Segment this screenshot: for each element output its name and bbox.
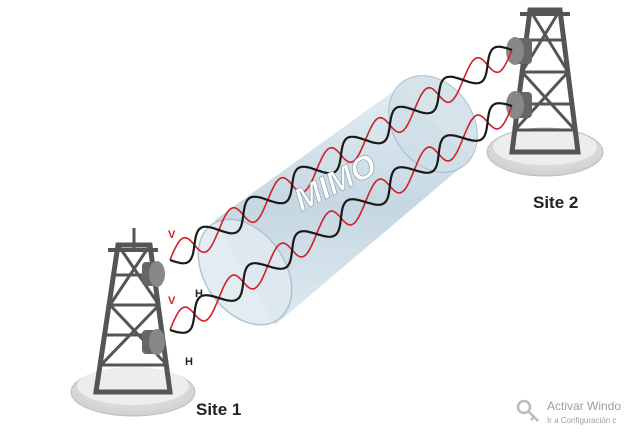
h-label-upper: H — [195, 288, 203, 300]
watermark-line-2: Ir a Configuración c — [547, 416, 617, 425]
wave-link-upper — [169, 45, 513, 265]
polarized-waves — [169, 45, 513, 334]
site-2-tower — [486, 7, 604, 177]
site-1-label: Site 1 — [196, 400, 242, 419]
site-1-tower — [70, 228, 196, 417]
windows-activation-watermark: Activar Windo Ir a Configuración c — [515, 396, 640, 426]
site-2-label: Site 2 — [533, 193, 579, 212]
key-icon — [515, 398, 541, 427]
wave-link-lower — [169, 102, 513, 334]
h-label-lower: H — [185, 356, 193, 368]
v-label-lower: V — [168, 295, 176, 307]
v-label-upper: V — [168, 229, 176, 241]
watermark-line-1: Activar Windo — [547, 399, 622, 413]
